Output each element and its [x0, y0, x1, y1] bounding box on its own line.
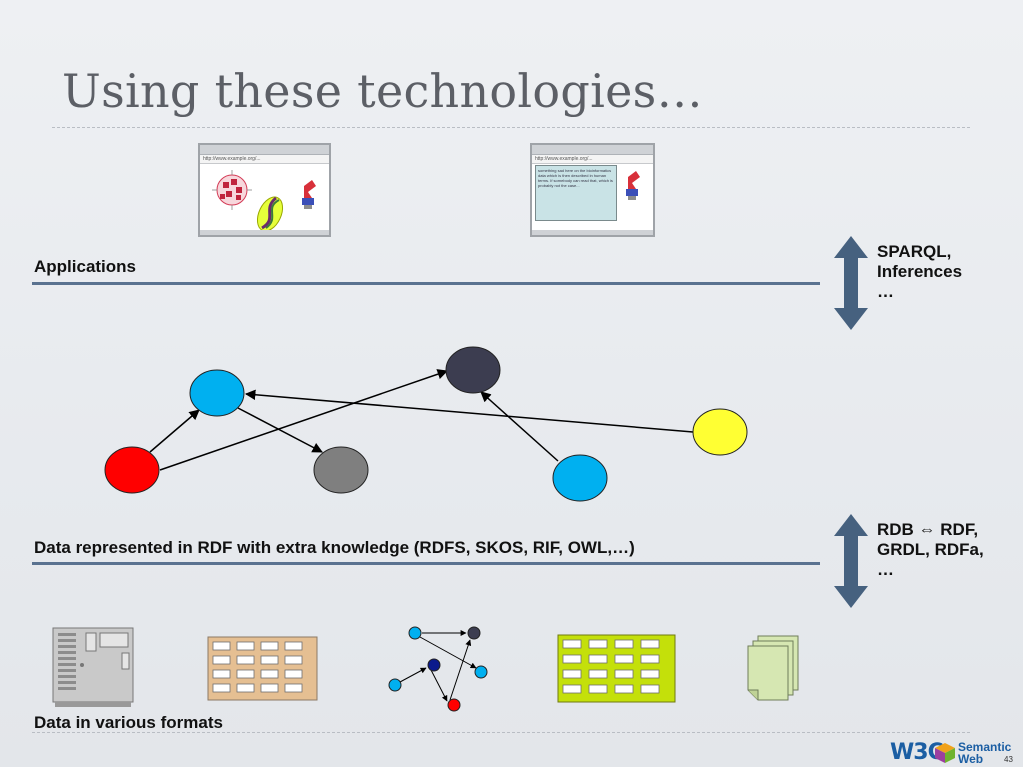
footer-logos: W3C Semantic Web 43	[890, 740, 1023, 766]
server-icon	[52, 627, 134, 707]
graph-node-blue	[189, 369, 245, 417]
graph-edge	[237, 407, 323, 453]
rdf-layer-label: Data represented in RDF with extra knowl…	[34, 538, 635, 557]
footer-divider	[32, 732, 970, 733]
applications-label: Applications	[34, 257, 137, 276]
browser-footer	[200, 230, 329, 235]
browser-titlebar	[532, 145, 653, 155]
applications-layer-line	[32, 282, 820, 285]
dna-icon	[256, 196, 284, 232]
browser-url: http://www.example.org/...	[532, 155, 653, 164]
browser-footer	[532, 230, 653, 235]
double-arrow-icon-top	[834, 236, 868, 330]
page-number: 43	[1004, 755, 1013, 764]
double-arrow-icon-bottom	[834, 514, 868, 608]
graph-node-blue-2	[552, 454, 608, 502]
table-icon-beige	[207, 636, 318, 701]
rdf-layer-line	[32, 562, 820, 565]
formats-layer-label: Data in various formats	[34, 713, 223, 732]
w3c-logo: W3C	[890, 740, 944, 765]
virus-icon	[212, 170, 252, 210]
graph-node-yellow	[692, 408, 748, 456]
browser-text-panel: something sad here on the bioinformatics…	[535, 165, 617, 221]
table-icon-green	[557, 634, 676, 703]
page-title: Using these technologies…	[62, 64, 703, 118]
graph-node-gray	[313, 446, 369, 494]
browser-window-left: http://www.example.org/...	[198, 143, 331, 237]
documents-icon	[747, 635, 799, 701]
semantic-web-cube-icon	[935, 743, 955, 763]
browser-titlebar	[200, 145, 329, 155]
graph-edge	[149, 409, 200, 453]
molecule-images	[212, 170, 316, 232]
graph-edge	[244, 389, 694, 433]
query-inference-label: SPARQL, Inferences …	[877, 242, 963, 301]
protein-icon	[302, 180, 316, 209]
graph-edge	[159, 369, 448, 471]
graph-node-red	[104, 446, 160, 494]
browser-url: http://www.example.org/...	[200, 155, 329, 164]
mapping-label: RDB ⇔ RDF, GRDL, RDFa, …	[877, 520, 984, 579]
browser-window-right: http://www.example.org/... something sad…	[530, 143, 655, 237]
small-graph-icon	[388, 626, 488, 712]
protein-icon	[626, 171, 640, 200]
title-divider	[52, 127, 970, 128]
semantic-web-text: Semantic Web	[958, 740, 1012, 766]
graph-node-dark	[445, 346, 501, 394]
graph-edge	[480, 391, 559, 462]
